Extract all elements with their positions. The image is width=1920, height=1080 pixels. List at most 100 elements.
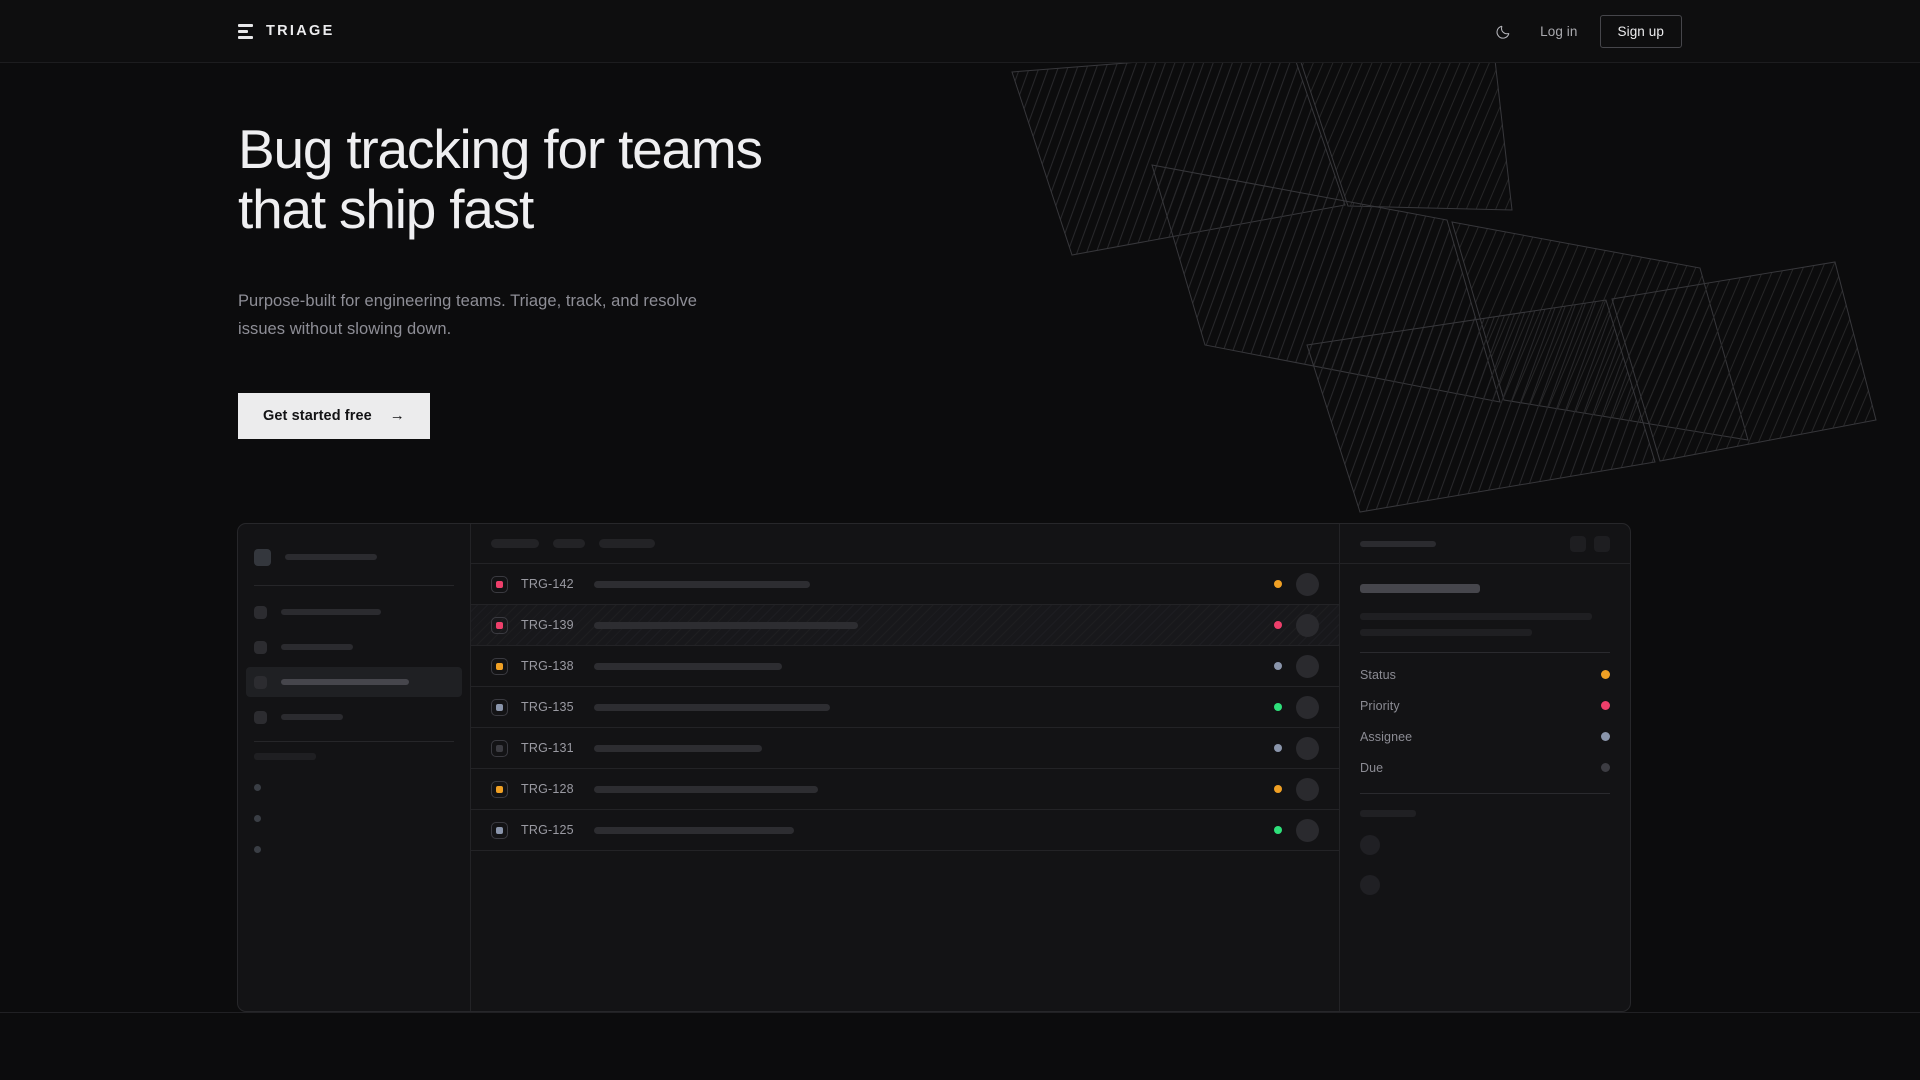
detail-activity-label-placeholder bbox=[1360, 810, 1416, 817]
detail-meta-label: Due bbox=[1360, 760, 1384, 775]
sidebar-sub-list bbox=[254, 774, 454, 862]
issue-title-placeholder bbox=[594, 662, 782, 670]
issue-id: TRG-131 bbox=[521, 741, 574, 755]
sidebar-item-label-placeholder bbox=[281, 679, 409, 685]
issue-row-meta bbox=[1274, 572, 1319, 596]
detail-issue-title-placeholder bbox=[1360, 584, 1480, 593]
sidebar-sub-item-2[interactable] bbox=[254, 836, 454, 862]
issue-status-dot bbox=[1274, 621, 1282, 629]
detail-header-button-0[interactable] bbox=[1570, 535, 1586, 552]
brand-name: TRIAGE bbox=[266, 23, 335, 39]
sidebar-item-label-placeholder bbox=[281, 644, 353, 650]
detail-meta-row[interactable]: Priority bbox=[1360, 690, 1610, 721]
issue-priority-badge bbox=[491, 739, 508, 757]
issue-title-placeholder bbox=[594, 744, 762, 752]
detail-divider-2 bbox=[1360, 793, 1610, 794]
sidebar-item-2[interactable] bbox=[246, 667, 462, 697]
sidebar-item-0[interactable] bbox=[246, 597, 462, 627]
issue-priority-badge bbox=[491, 575, 508, 593]
issue-row[interactable]: TRG-131 bbox=[471, 728, 1339, 769]
activity-entry-1 bbox=[1360, 875, 1610, 895]
activity-avatar bbox=[1360, 835, 1380, 855]
signup-button[interactable]: Sign up bbox=[1599, 14, 1682, 48]
brand-logo[interactable]: TRIAGE bbox=[238, 23, 335, 39]
issue-status-dot bbox=[1274, 580, 1282, 588]
issue-row[interactable]: TRG-139 bbox=[471, 605, 1339, 646]
issue-status-dot bbox=[1274, 785, 1282, 793]
sidebar-section-label-placeholder bbox=[254, 753, 316, 760]
detail-meta-row[interactable]: Assignee bbox=[1360, 721, 1610, 752]
sidebar-item-1[interactable] bbox=[246, 632, 462, 662]
issue-title-placeholder bbox=[594, 580, 810, 588]
detail-panel-header bbox=[1340, 524, 1630, 564]
stacked-bars-logo-icon bbox=[238, 23, 253, 39]
sidebar-sub-item-1[interactable] bbox=[254, 805, 454, 831]
issue-row[interactable]: TRG-128 bbox=[471, 769, 1339, 810]
get-started-button[interactable]: Get started free → bbox=[238, 392, 430, 439]
detail-meta-label: Assignee bbox=[1360, 729, 1413, 744]
sidebar-sub-item-0[interactable] bbox=[254, 774, 454, 800]
issue-row[interactable]: TRG-125 bbox=[471, 810, 1339, 851]
issue-id: TRG-128 bbox=[521, 782, 574, 796]
issue-id: TRG-135 bbox=[521, 700, 574, 714]
top-navigation-bar: TRIAGE Log in Sign up bbox=[0, 0, 1920, 63]
issue-assignee-avatar bbox=[1296, 777, 1319, 801]
detail-header-buttons bbox=[1570, 535, 1610, 552]
issue-status-dot bbox=[1274, 662, 1282, 670]
detail-meta-row[interactable]: Status bbox=[1360, 659, 1610, 690]
sidebar-workspace-switcher[interactable] bbox=[254, 538, 454, 576]
detail-header-button-1[interactable] bbox=[1594, 535, 1610, 552]
detail-meta-row[interactable]: Due bbox=[1360, 752, 1610, 783]
issue-row[interactable]: TRG-138 bbox=[471, 646, 1339, 687]
hero-subheadline: Purpose-built for engineering teams. Tri… bbox=[238, 291, 697, 339]
issue-assignee-avatar bbox=[1296, 613, 1319, 637]
issue-assignee-avatar bbox=[1296, 736, 1319, 760]
issue-assignee-avatar bbox=[1296, 695, 1319, 719]
detail-meta-value-dot bbox=[1601, 701, 1610, 710]
sidebar-sub-dot-icon bbox=[254, 783, 261, 791]
workspace-square-icon bbox=[254, 548, 271, 566]
mockup-sidebar bbox=[238, 524, 471, 1011]
headline-line-1: Bug tracking for teams bbox=[238, 118, 763, 180]
issue-id: TRG-138 bbox=[521, 659, 574, 673]
detail-meta-label: Priority bbox=[1360, 698, 1400, 713]
issue-title-placeholder bbox=[594, 826, 794, 834]
sidebar-item-3[interactable] bbox=[246, 702, 462, 732]
login-link[interactable]: Log in bbox=[1540, 23, 1578, 39]
issue-row[interactable]: TRG-135 bbox=[471, 687, 1339, 728]
theme-toggle-button[interactable] bbox=[1488, 16, 1518, 46]
issue-row-meta bbox=[1274, 695, 1319, 719]
detail-description-placeholder bbox=[1360, 613, 1610, 636]
detail-title-placeholder bbox=[1360, 540, 1436, 547]
detail-meta-value-dot bbox=[1601, 732, 1610, 741]
issue-row-meta bbox=[1274, 613, 1319, 637]
issue-status-dot bbox=[1274, 826, 1282, 834]
detail-meta-label: Status bbox=[1360, 667, 1397, 682]
sidebar-item-icon bbox=[254, 675, 267, 689]
toolbar-control-2[interactable] bbox=[599, 539, 655, 548]
issue-priority-badge bbox=[491, 698, 508, 716]
sidebar-sub-dot-icon bbox=[254, 814, 261, 822]
issue-assignee-avatar bbox=[1296, 654, 1319, 678]
toolbar-control-0[interactable] bbox=[491, 539, 539, 548]
workspace-name-placeholder bbox=[285, 554, 377, 560]
issue-row[interactable]: TRG-142 bbox=[471, 564, 1339, 605]
toolbar-control-1[interactable] bbox=[553, 539, 585, 548]
detail-description-line-1 bbox=[1360, 629, 1532, 636]
sidebar-nav-list bbox=[246, 597, 462, 732]
issue-title-placeholder bbox=[594, 785, 818, 793]
issue-priority-badge bbox=[491, 616, 508, 634]
arrow-right-icon: → bbox=[389, 407, 405, 425]
sidebar-divider-bottom bbox=[254, 741, 454, 742]
sidebar-divider-top bbox=[254, 585, 454, 586]
sidebar-item-label-placeholder bbox=[281, 714, 343, 720]
detail-meta-value-dot bbox=[1601, 763, 1610, 772]
issue-list-toolbar bbox=[471, 524, 1339, 564]
